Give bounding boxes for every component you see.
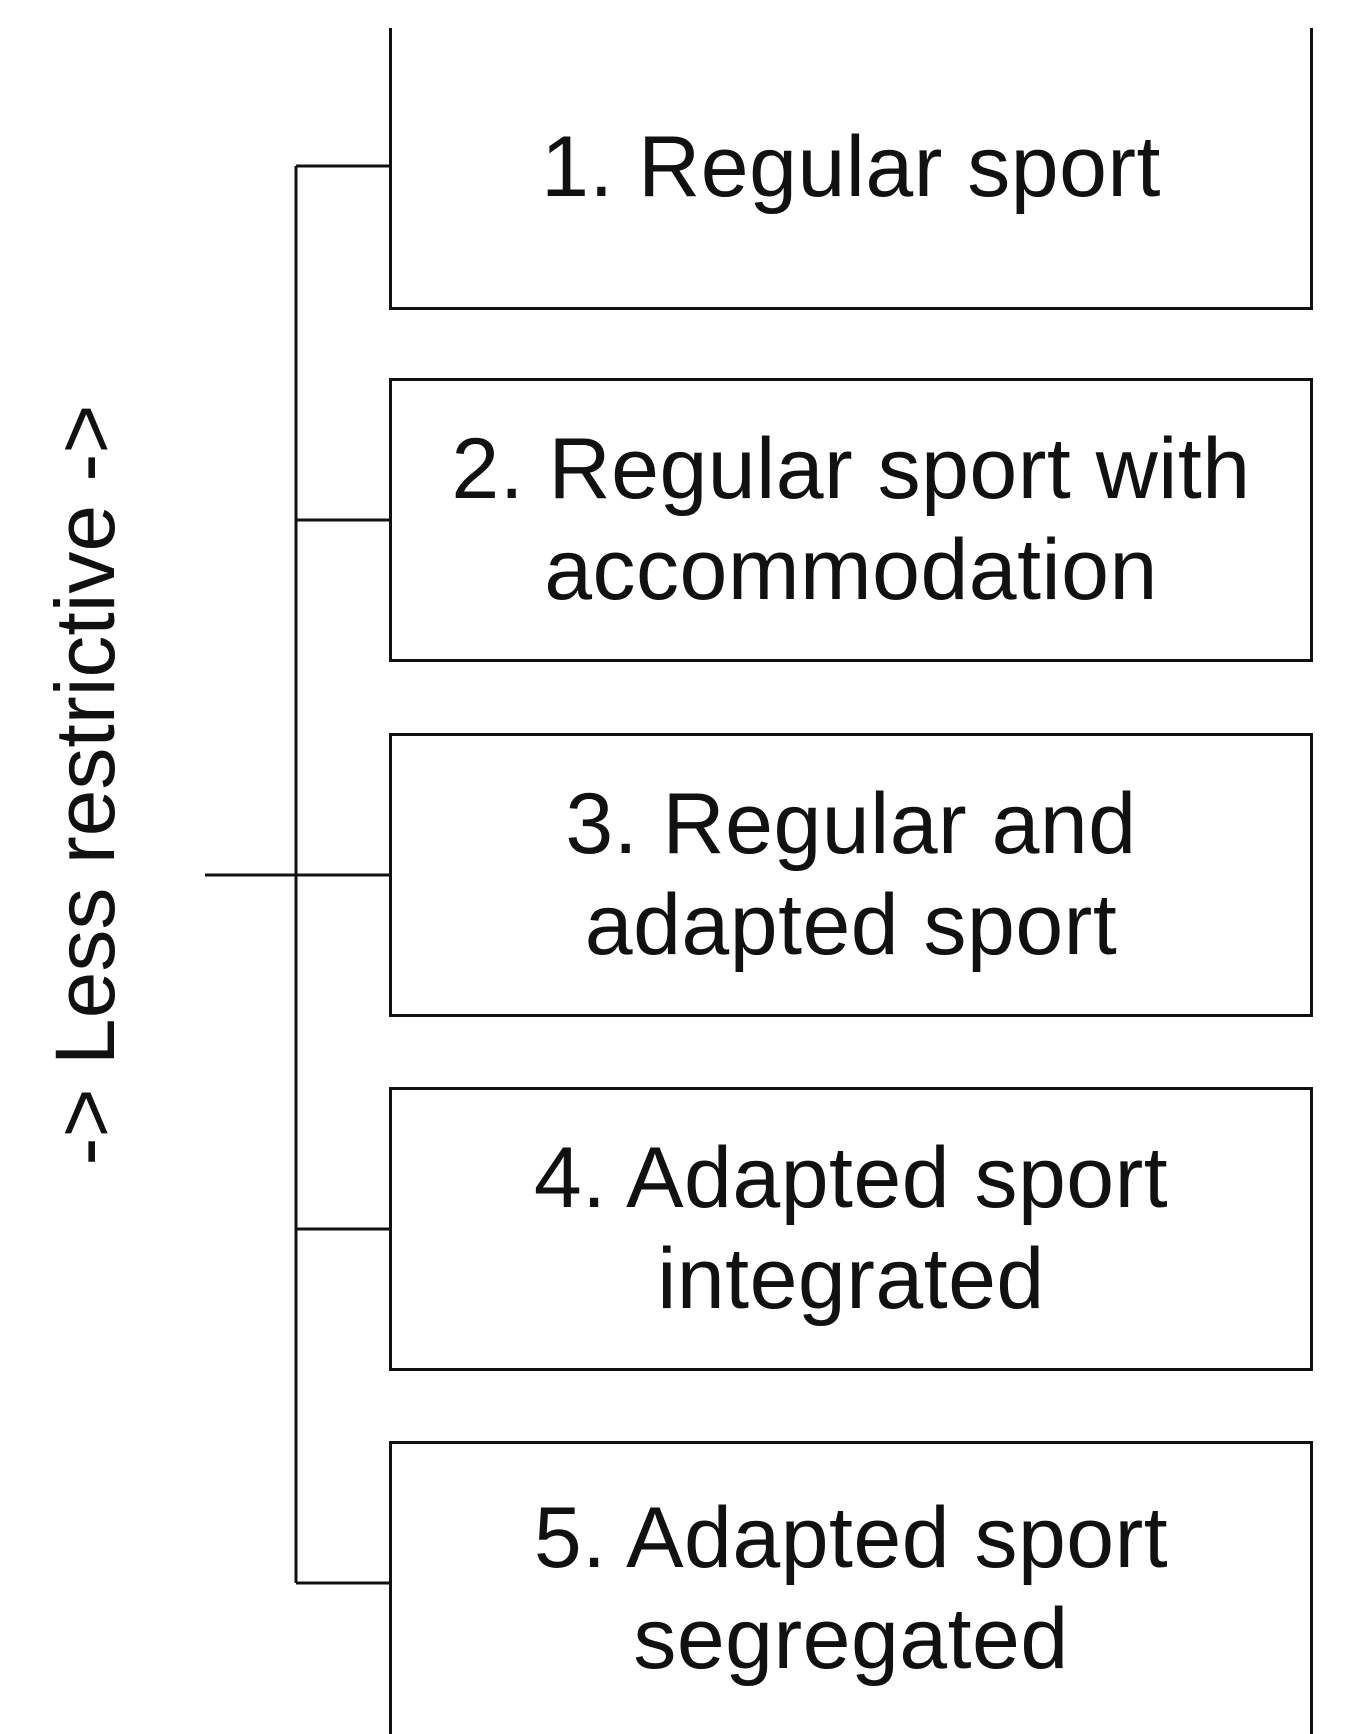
level-label-3: 3. Regular and adapted sport — [565, 775, 1137, 973]
level-box-1: 1. Regular sport — [389, 28, 1313, 310]
level-box-3: 3. Regular and adapted sport — [389, 733, 1313, 1017]
level-label-5: 5. Adapted sport segregated — [533, 1489, 1169, 1687]
level-label-1: 1. Regular sport — [541, 118, 1161, 215]
level-box-2: 2. Regular sport with accommodation — [389, 378, 1313, 662]
level-box-5: 5. Adapted sport segregated — [389, 1441, 1313, 1734]
level-label-2: 2. Regular sport with accommodation — [451, 420, 1251, 618]
level-box-4: 4. Adapted sport integrated — [389, 1087, 1313, 1371]
level-label-4: 4. Adapted sport integrated — [533, 1129, 1169, 1327]
